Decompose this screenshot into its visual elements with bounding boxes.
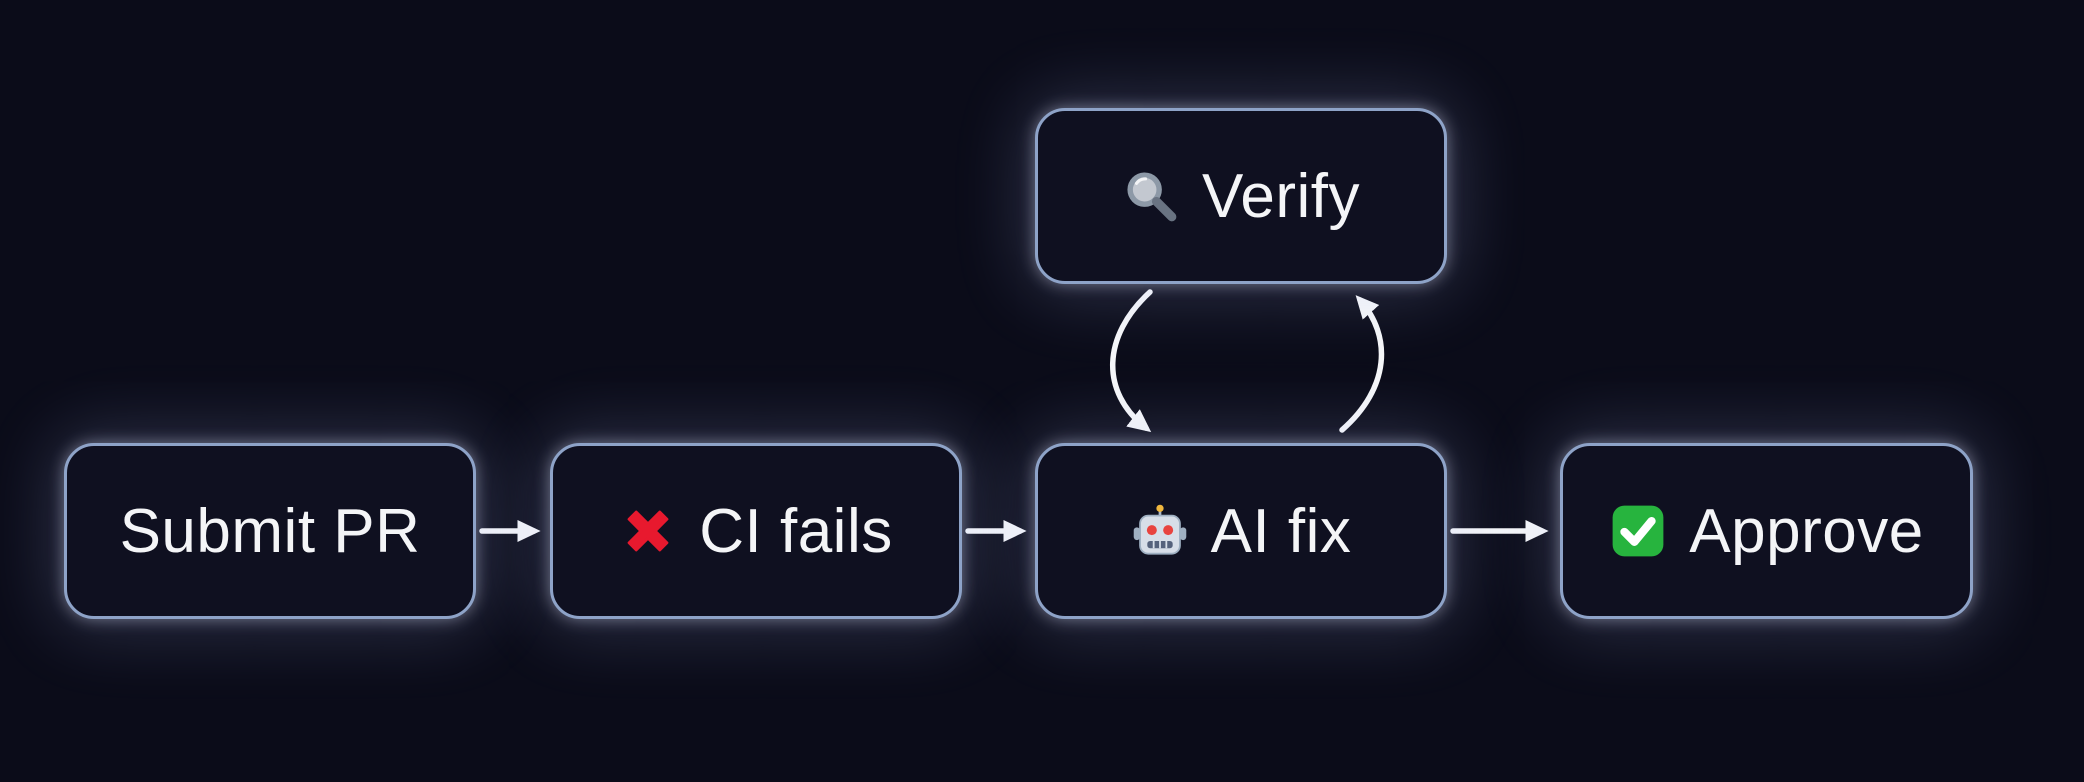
cross-mark-icon (619, 502, 677, 560)
node-label: Approve (1689, 496, 1924, 566)
node-label: CI fails (699, 496, 893, 566)
edge-ai-fix-to-verify (1339, 295, 1385, 433)
node-submit-pr: Submit PR (64, 443, 476, 619)
node-ai-fix: AI fix (1035, 443, 1447, 619)
edge-verify-to-ai-fix (1110, 289, 1153, 433)
magnifier-icon (1122, 167, 1180, 225)
node-ci-fails: CI fails (550, 443, 962, 619)
node-verify: Verify (1035, 108, 1447, 284)
robot-icon (1131, 502, 1189, 560)
node-label: AI fix (1210, 496, 1352, 566)
node-approve: Approve (1560, 443, 1973, 619)
node-label: Submit PR (119, 496, 421, 566)
check-mark-icon (1609, 502, 1667, 560)
node-label: Verify (1201, 161, 1361, 231)
